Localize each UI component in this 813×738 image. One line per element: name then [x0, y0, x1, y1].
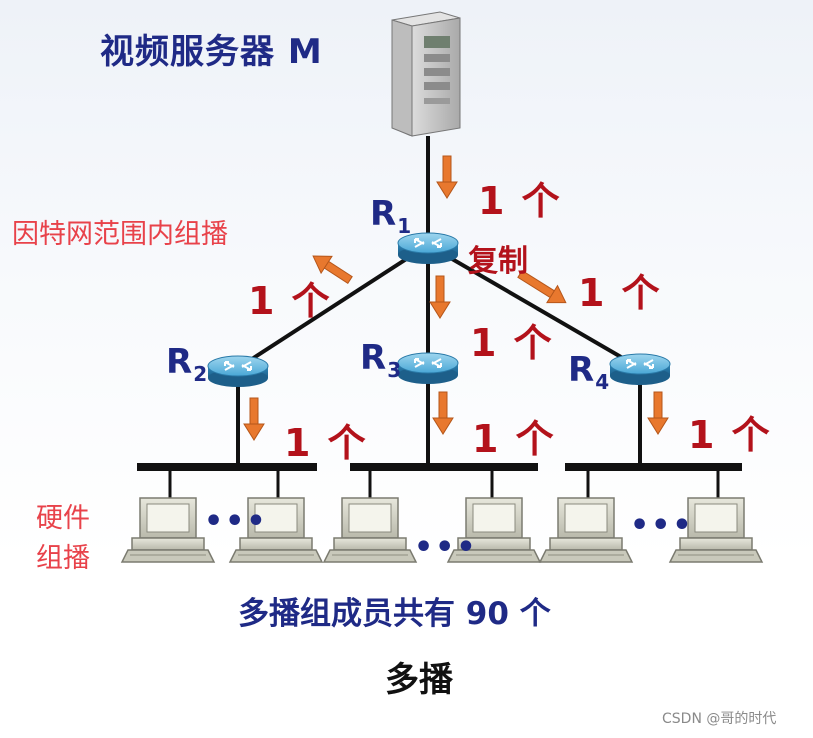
- hardware-note-line2: 组播: [36, 543, 90, 574]
- router-r2-label: R2: [166, 342, 208, 386]
- ellipsis-left: •••: [204, 504, 268, 539]
- arrow-r2-to-lan-icon: [243, 397, 265, 441]
- server-label: 视频服务器 M: [100, 32, 323, 72]
- arrow-r1-to-r3-icon: [429, 275, 451, 319]
- router-r1-label: R1: [370, 194, 412, 238]
- copy-label: 复制: [468, 244, 528, 279]
- count-r1-to-r2: 1 个: [248, 279, 332, 323]
- router-r4-label: R4: [568, 350, 610, 394]
- arrow-r4-to-lan-icon: [647, 391, 669, 435]
- lan-segments: [137, 463, 742, 471]
- ellipsis-right: •••: [630, 508, 694, 543]
- group-total-label: 多播组成员共有 90 个: [238, 596, 551, 632]
- arrow-r1-to-r4-icon: [517, 269, 567, 304]
- router-r3-icon: [397, 352, 459, 385]
- hardware-note-line1: 硬件: [36, 503, 90, 534]
- router-r2-icon: [207, 355, 269, 388]
- count-r4-to-lan: 1 个: [688, 413, 772, 457]
- arrow-r1-to-r2-icon: [312, 255, 353, 285]
- count-r1-to-r4: 1 个: [578, 271, 662, 315]
- count-r1-to-r3: 1 个: [470, 321, 554, 365]
- computer-icon: [121, 497, 215, 563]
- count-server-to-r1: 1 个: [478, 179, 562, 223]
- video-server-icon: [391, 11, 461, 137]
- figure-caption: 多播: [385, 660, 453, 700]
- arrow-server-to-r1-icon: [436, 155, 458, 199]
- computer-icon: [539, 497, 633, 563]
- network-links: [236, 136, 642, 466]
- watermark: CSDN @哥的时代: [662, 711, 777, 727]
- lan-drop-lines: [168, 470, 720, 498]
- count-r3-to-lan: 1 个: [472, 417, 556, 461]
- router-r3-label: R3: [360, 338, 402, 382]
- count-r2-to-lan: 1 个: [284, 421, 368, 465]
- arrow-r3-to-lan-icon: [432, 391, 454, 435]
- multicast-range-note: 因特网范围内组播: [12, 219, 228, 250]
- router-r4-icon: [609, 353, 671, 386]
- ellipsis-middle: •••: [414, 530, 478, 565]
- computer-icon: [323, 497, 417, 563]
